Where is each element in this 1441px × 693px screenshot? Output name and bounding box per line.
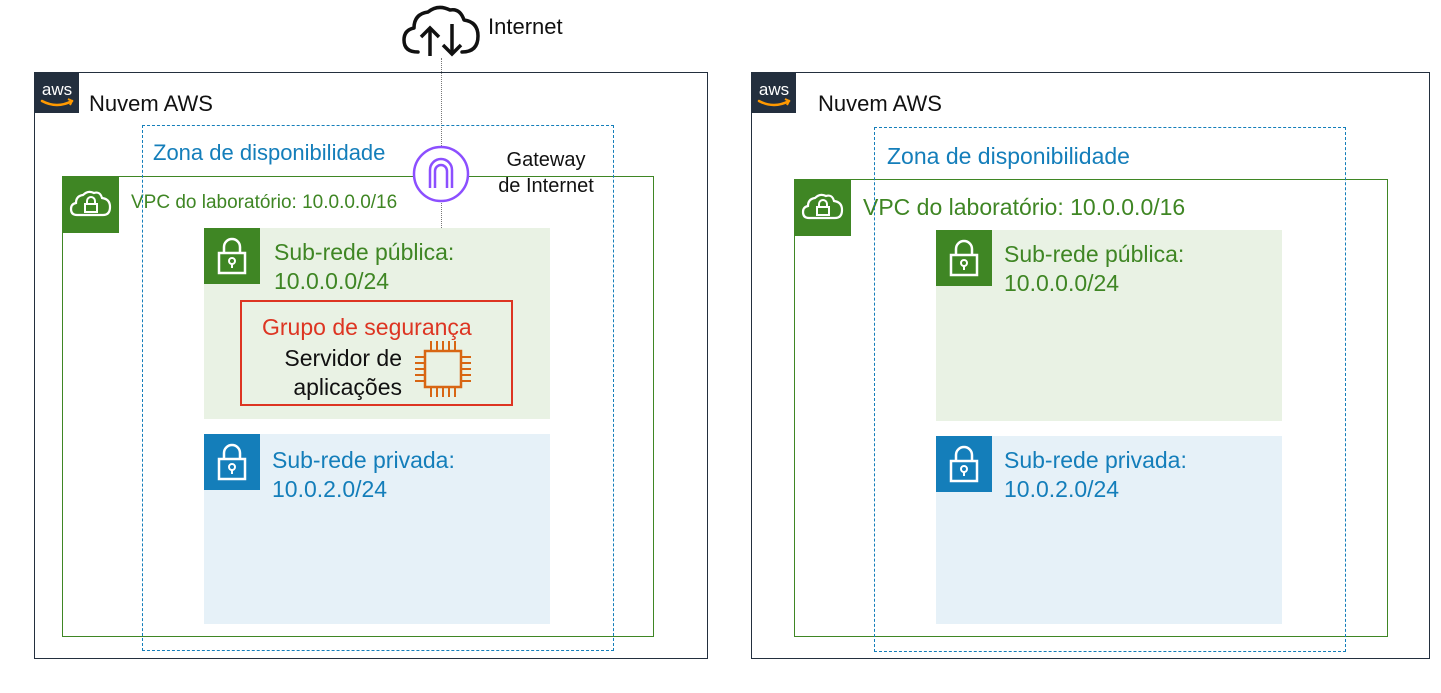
- private-subnet-lock-icon: [204, 434, 260, 490]
- aws-logo-icon: aws: [752, 73, 796, 113]
- ec2-instance-icon: [412, 338, 474, 400]
- private-subnet-label: Sub-rede privada: 10.0.2.0/24: [272, 446, 455, 504]
- internet-cloud-icon: [400, 4, 482, 60]
- public-subnet-label: Sub-rede pública: 10.0.0.0/24: [1004, 240, 1184, 298]
- aws-cloud-title: Nuvem AWS: [818, 91, 942, 116]
- public-subnet-label-line1: Sub-rede pública:: [1004, 241, 1185, 267]
- private-subnet-label-line2: 10.0.2.0/24: [272, 476, 388, 502]
- vpc-label: VPC do laboratório: 10.0.0.0/16: [863, 194, 1186, 220]
- vpc-cloud-lock-icon: [63, 177, 119, 233]
- security-group: Grupo de segurança Servidor de aplicaçõe…: [240, 300, 513, 406]
- vpc-label: VPC do laboratório: 10.0.0.0/16: [131, 192, 398, 213]
- internet-gateway-label: Gateway de Internet: [484, 147, 608, 199]
- public-subnet-left: Sub-rede pública: 10.0.0.0/24: [204, 228, 550, 419]
- vpc-cloud-lock-icon: [795, 180, 851, 236]
- private-subnet-label-line2: 10.0.2.0/24: [1004, 476, 1120, 502]
- private-subnet-label-line1: Sub-rede privada:: [272, 447, 455, 473]
- public-subnet-lock-icon: [204, 228, 260, 284]
- internet-gateway-label-line1: Gateway: [506, 149, 586, 171]
- public-subnet-lock-icon: [936, 230, 992, 286]
- public-subnet-label-line2: 10.0.0.0/24: [1004, 270, 1120, 296]
- internet-gateway-label-line2: de Internet: [498, 175, 594, 197]
- public-subnet-label-line2: 10.0.0.0/24: [274, 268, 390, 294]
- aws-cloud-group-left: aws Nuvem AWS: [34, 72, 708, 659]
- vpc-group-right: VPC do laboratório: 10.0.0.0/16: [794, 179, 1388, 637]
- public-subnet-label: Sub-rede pública: 10.0.0.0/24: [274, 238, 454, 296]
- availability-zone-label: Zona de disponibilidade: [887, 143, 1130, 169]
- vpc-group-left: VPC do laboratório: 10.0.0.0/16: [62, 176, 654, 637]
- public-subnet-right: Sub-rede pública: 10.0.0.0/24: [936, 230, 1282, 421]
- internet-label: Internet: [488, 14, 563, 39]
- public-subnet-label-line1: Sub-rede pública:: [274, 239, 455, 265]
- app-server-label-line1: Servidor de: [284, 345, 402, 371]
- availability-zone-label: Zona de disponibilidade: [153, 140, 386, 165]
- app-server-label: Servidor de aplicações: [256, 344, 402, 402]
- private-subnet-left: Sub-rede privada: 10.0.2.0/24: [204, 434, 550, 624]
- availability-zone-left: [142, 125, 614, 651]
- private-subnet-lock-icon: [936, 436, 992, 492]
- app-server-label-line2: aplicações: [293, 374, 402, 400]
- security-group-label: Grupo de segurança: [262, 314, 472, 340]
- private-subnet-right: Sub-rede privada: 10.0.2.0/24: [936, 436, 1282, 624]
- aws-cloud-title: Nuvem AWS: [89, 91, 213, 116]
- private-subnet-label: Sub-rede privada: 10.0.2.0/24: [1004, 446, 1187, 504]
- aws-logo-text: aws: [42, 80, 72, 99]
- aws-logo-icon: aws: [35, 73, 79, 113]
- private-subnet-label-line1: Sub-rede privada:: [1004, 447, 1187, 473]
- aws-logo-text: aws: [759, 80, 789, 99]
- internet-gateway-icon: [411, 144, 471, 204]
- aws-cloud-group-right: aws Nuvem AWS: [751, 72, 1430, 659]
- availability-zone-right: [874, 127, 1346, 652]
